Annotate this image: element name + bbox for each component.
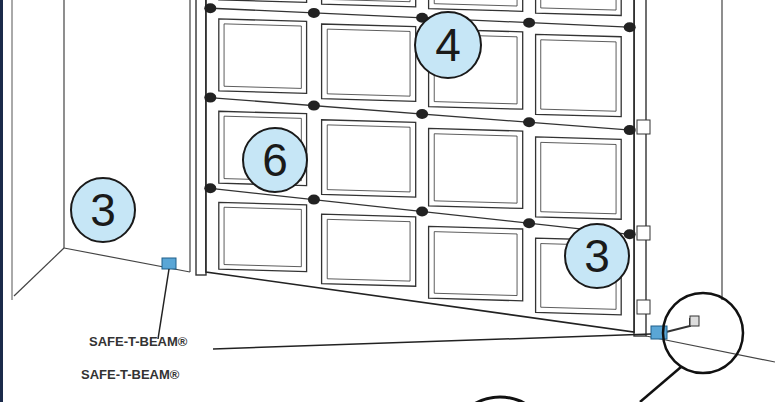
- hinge: [308, 8, 320, 18]
- hinge: [204, 3, 216, 13]
- callout-circle: 4: [414, 11, 482, 79]
- detail-leader: [640, 367, 681, 402]
- track-brackets: [637, 120, 650, 314]
- hinge: [523, 117, 535, 127]
- hinge: [308, 101, 320, 111]
- door-panel: [541, 0, 616, 10]
- floor-line: [64, 248, 190, 272]
- wall-edge-line: [189, 0, 190, 272]
- hinge: [416, 207, 428, 217]
- door-panel: [536, 34, 622, 116]
- door-panel: [429, 128, 523, 208]
- hinge: [624, 125, 636, 135]
- door-panel: [541, 40, 616, 111]
- door-jamb: [634, 0, 646, 336]
- detail-circle: [663, 293, 743, 373]
- door-panel: [322, 0, 416, 7]
- door-panel: [536, 0, 622, 16]
- door-panel: [322, 24, 416, 101]
- wall-edge-line: [721, 0, 722, 300]
- door-hinges: [204, 3, 635, 239]
- section-joints: [206, 8, 634, 235]
- hinge: [523, 18, 535, 28]
- door-panel: [219, 202, 307, 271]
- hinge: [523, 218, 535, 228]
- door-panel: [429, 226, 523, 301]
- door-panel: [434, 232, 517, 296]
- callout-circle: 3: [564, 223, 630, 289]
- sensor-bracket: [666, 318, 690, 332]
- door-panel: [434, 134, 517, 203]
- door-panel: [219, 19, 307, 93]
- hinge: [624, 229, 636, 239]
- door-panels: [219, 0, 621, 315]
- track-bracket: [637, 226, 650, 240]
- hinge: [416, 109, 428, 119]
- door-panel: [322, 214, 416, 286]
- section-joint: [206, 97, 634, 130]
- callout-number: 6: [262, 137, 288, 183]
- detail-circle: [450, 397, 550, 402]
- door-panel: [322, 120, 416, 197]
- callout-number: 4: [435, 22, 461, 68]
- callout-circle: 3: [70, 177, 136, 243]
- door-panel: [327, 29, 410, 96]
- door-panel: [429, 0, 523, 11]
- door-panel: [327, 0, 410, 2]
- callout-number: 3: [90, 187, 116, 233]
- frame-border: [0, 0, 3, 402]
- track-bracket: [637, 300, 650, 314]
- door-panel: [224, 24, 301, 89]
- safety-sensor: [162, 258, 176, 269]
- part-label: SAFE-T-BEAM®: [89, 334, 187, 349]
- frame-border: [12, 0, 13, 300]
- door-panel: [327, 125, 410, 192]
- part-label: SAFE-T-BEAM®: [81, 367, 179, 382]
- floor-line: [14, 248, 64, 296]
- door-outline: [206, 0, 634, 332]
- door-panel: [219, 0, 307, 2]
- safety-sensor-right: [651, 316, 699, 339]
- door-panel: [434, 0, 517, 6]
- door-panel: [224, 207, 301, 266]
- leader-line: [213, 334, 651, 349]
- leader-line: [158, 269, 169, 339]
- hinge: [204, 183, 216, 193]
- hinge: [308, 195, 320, 205]
- wall-corner-line: [63, 0, 64, 248]
- door-panel: [541, 142, 616, 213]
- section-joint: [206, 188, 634, 235]
- panel-column: [322, 0, 416, 286]
- callout-circle: 6: [242, 127, 308, 193]
- callout-number: 3: [584, 233, 610, 279]
- hinge: [204, 93, 216, 103]
- track-bracket: [637, 120, 650, 134]
- door-panel: [536, 137, 622, 219]
- door-panel: [327, 219, 410, 281]
- sensor-bracket: [690, 316, 699, 326]
- hinge: [624, 22, 636, 32]
- safety-sensor: [651, 326, 667, 339]
- door-jamb: [196, 0, 206, 275]
